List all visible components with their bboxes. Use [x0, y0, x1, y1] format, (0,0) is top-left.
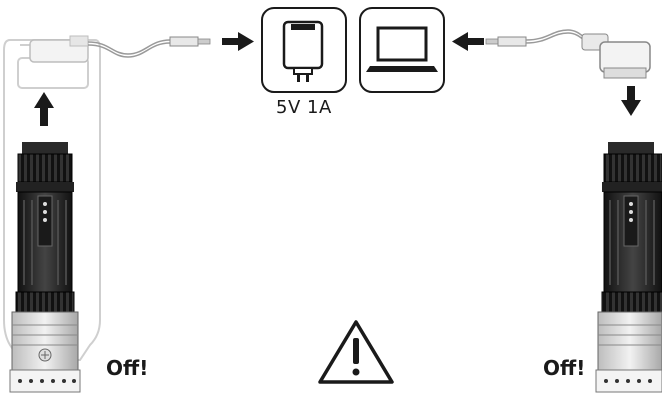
right-down-arrow-icon	[621, 86, 641, 116]
wall-charger-icon	[261, 7, 347, 93]
right-usb-cap	[581, 33, 651, 79]
arrow-to-charger-icon	[222, 32, 254, 51]
left-up-arrow-icon	[34, 92, 54, 126]
left-flashlight-icon	[3, 35, 101, 393]
left-usb-cap	[29, 35, 89, 63]
left-usb-cable-icon	[87, 39, 171, 58]
warning-icon	[318, 320, 394, 384]
right-flashlight-icon	[595, 142, 662, 393]
right-usb-plug	[497, 36, 527, 47]
left-usb-plug	[169, 36, 199, 47]
off-label-left: Off!	[106, 356, 149, 380]
laptop-icon	[359, 7, 445, 93]
arrow-to-laptop-icon	[452, 32, 484, 51]
charger-voltage-label: 5V 1A	[276, 97, 332, 118]
off-label-right: Off!	[543, 356, 586, 380]
